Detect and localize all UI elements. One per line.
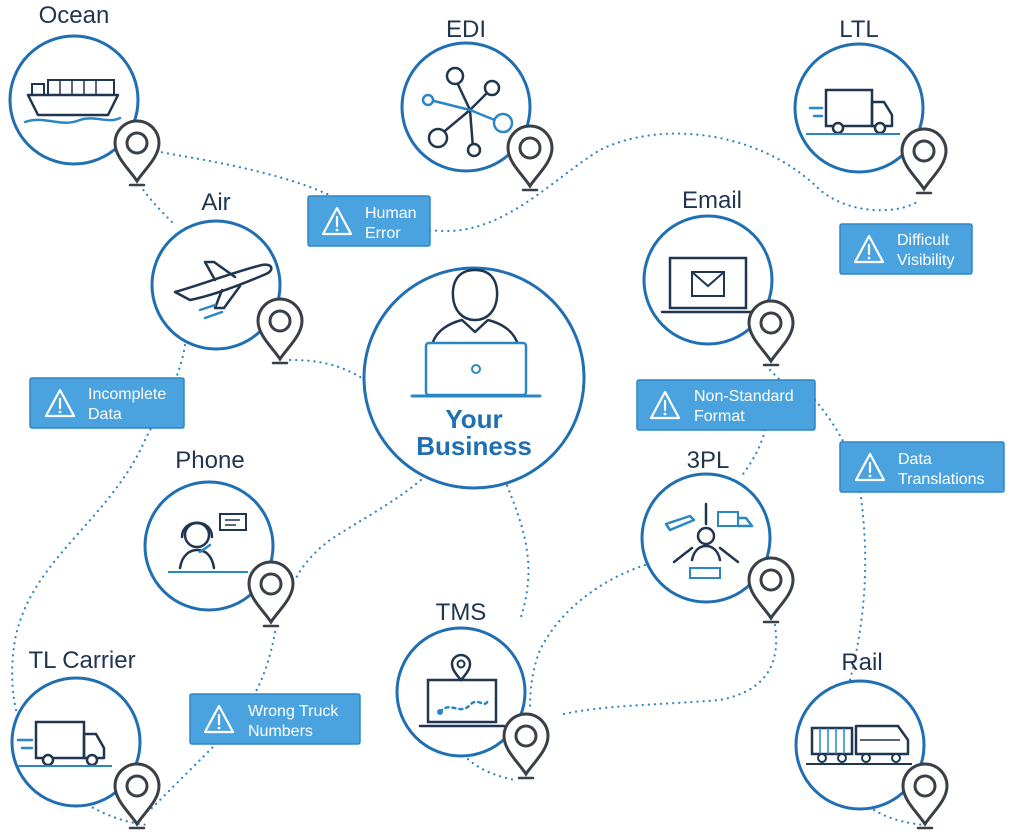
node-edi-label: EDI [446, 16, 486, 43]
train-icon [806, 724, 912, 765]
badge-wrong-truck-numbers-line1: Wrong Truck [248, 703, 339, 720]
node-tms-label: TMS [436, 599, 487, 626]
node-phone: Phone [143, 447, 295, 628]
node-tms: TMS [395, 599, 550, 780]
route-screen-icon [418, 653, 506, 728]
badge-difficult-visibility: Difficult Visibility [839, 223, 973, 275]
center-node: Your Business [362, 266, 586, 490]
badge-human-error-line1: Human [365, 205, 417, 222]
network-icon [421, 66, 514, 158]
center-title-line2: Business [416, 431, 532, 461]
location-pin-icon [256, 297, 304, 365]
truck-icon [806, 88, 900, 135]
badge-non-standard-format-line2: Format [694, 408, 745, 425]
badge-incomplete-data-line1: Incomplete [88, 386, 166, 403]
node-3pl-label: 3PL [687, 447, 730, 474]
node-phone-label: Phone [175, 447, 244, 474]
badge-human-error-line2: Error [365, 225, 401, 242]
logistics-hub-icon [664, 502, 754, 579]
location-pin-icon [900, 127, 948, 195]
badge-non-standard-format: Non-Standard Format [636, 379, 816, 431]
location-pin-icon [113, 762, 161, 830]
location-pin-icon [113, 119, 161, 187]
badge-difficult-visibility-line2: Visibility [897, 252, 955, 269]
airplane-icon [173, 260, 273, 320]
node-edi: EDI [400, 16, 554, 192]
badge-wrong-truck-numbers-line2: Numbers [248, 723, 313, 740]
path-email-rail [813, 398, 867, 682]
badge-wrong-truck-numbers: Wrong Truck Numbers [189, 693, 361, 745]
truck-icon [16, 720, 112, 767]
headset-icon [168, 513, 248, 573]
badge-human-error: Human Error [307, 195, 431, 247]
badge-data-translations-line1: Data [898, 451, 932, 468]
badge-data-translations-line2: Translations [898, 471, 985, 488]
center-title-line1: Your [445, 404, 502, 434]
ship-icon [23, 79, 122, 124]
node-rail-label: Rail [841, 649, 882, 676]
path-center-phone [293, 470, 432, 582]
location-pin-icon [506, 124, 554, 192]
node-ocean: Ocean [8, 2, 161, 187]
path-3pl-tms2 [558, 623, 778, 717]
location-pin-icon [247, 560, 295, 628]
path-edi-ltl [428, 132, 922, 233]
envelope-monitor-icon [660, 256, 758, 314]
badge-data-translations: Data Translations [839, 441, 1005, 493]
node-ltl-label: LTL [839, 16, 879, 43]
location-pin-icon [747, 299, 795, 367]
node-email: Email [642, 187, 795, 367]
node-ocean-label: Ocean [39, 2, 110, 29]
location-pin-icon [747, 556, 795, 624]
badge-non-standard-format-line1: Non-Standard [694, 388, 794, 405]
location-pin-icon [901, 762, 949, 830]
path-ocean-edi [148, 148, 342, 202]
badge-difficult-visibility-line1: Difficult [897, 232, 950, 249]
node-ltl: LTL [793, 16, 948, 195]
location-pin-icon [502, 712, 550, 780]
node-tl-carrier-label: TL Carrier [28, 647, 135, 674]
path-3pl-tms [528, 563, 647, 712]
node-tl-carrier: TL Carrier [10, 647, 161, 830]
node-air-label: Air [201, 189, 230, 216]
node-email-label: Email [682, 187, 742, 214]
path-ocean-air [138, 183, 177, 227]
path-air-center [288, 358, 364, 380]
path-center-tms [503, 478, 530, 622]
node-air: Air [150, 189, 304, 365]
badge-incomplete-data: Incomplete Data [29, 377, 185, 429]
node-3pl: 3PL [640, 447, 795, 624]
node-rail: Rail [794, 649, 949, 830]
badge-incomplete-data-line2: Data [88, 406, 122, 423]
person-laptop-icon [410, 268, 542, 398]
